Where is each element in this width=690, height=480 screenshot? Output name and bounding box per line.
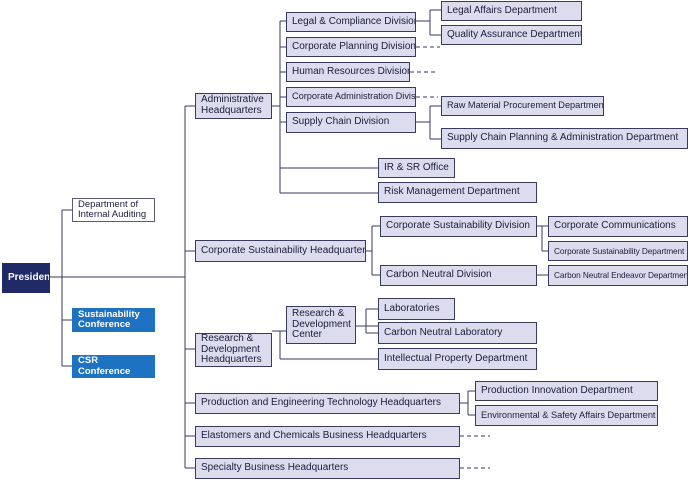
- raw-material-box: Raw Material Procurement Department: [441, 96, 604, 116]
- legal-division-box: Legal & Compliance Division: [286, 12, 416, 32]
- csr-conference-box: CSR Conference: [72, 355, 155, 378]
- risk-mgmt-box: Risk Management Department: [378, 182, 537, 203]
- env-safety-box: Environmental & Safety Affairs Departmen…: [475, 405, 658, 426]
- quality-assurance-box: Quality Assurance Department: [441, 25, 582, 45]
- supply-chain-planning-box: Supply Chain Planning & Administration D…: [441, 128, 688, 149]
- corp-admin-box: Corporate Administration Division: [286, 87, 416, 107]
- admin-hq-box: Administrative Headquarters: [195, 93, 272, 119]
- hr-division-box: Human Resources Division: [286, 62, 410, 82]
- corp-sus-hq-box: Corporate Sustainability Headquarters: [195, 240, 366, 262]
- laboratories-box: Laboratories: [378, 298, 455, 320]
- corp-sus-div-box: Corporate Sustainability Division: [380, 216, 537, 237]
- legal-affairs-box: Legal Affairs Department: [441, 1, 582, 21]
- specialty-hq-box: Specialty Business Headquarters: [195, 458, 460, 479]
- prod-eng-hq-box: Production and Engineering Technology He…: [195, 393, 460, 414]
- internal-audit-box: Department of Internal Auditing: [72, 198, 155, 222]
- carbon-div-box: Carbon Neutral Division: [380, 265, 537, 286]
- carbon-endeavor-box: Carbon Neutral Endeavor Department: [548, 265, 688, 286]
- corp-sus-dept-box: Corporate Sustainability Department: [548, 241, 688, 261]
- president-box: President: [2, 263, 50, 293]
- elastomers-hq-box: Elastomers and Chemicals Business Headqu…: [195, 426, 460, 447]
- rd-hq-box: Research & Development Headquarters: [195, 333, 272, 367]
- sustainability-conference-box: Sustainability Conference: [72, 308, 155, 332]
- corp-planning-box: Corporate Planning Division: [286, 37, 416, 57]
- prod-innovation-box: Production Innovation Department: [475, 381, 658, 401]
- corp-comm-box: Corporate Communications: [548, 216, 688, 237]
- rd-center-box: Research & Development Center: [286, 306, 356, 344]
- ip-dept-box: Intellectual Property Department: [378, 348, 537, 370]
- ir-sr-box: IR & SR Office: [378, 158, 455, 178]
- supply-chain-box: Supply Chain Division: [286, 112, 416, 133]
- carbon-lab-box: Carbon Neutral Laboratory: [378, 322, 537, 344]
